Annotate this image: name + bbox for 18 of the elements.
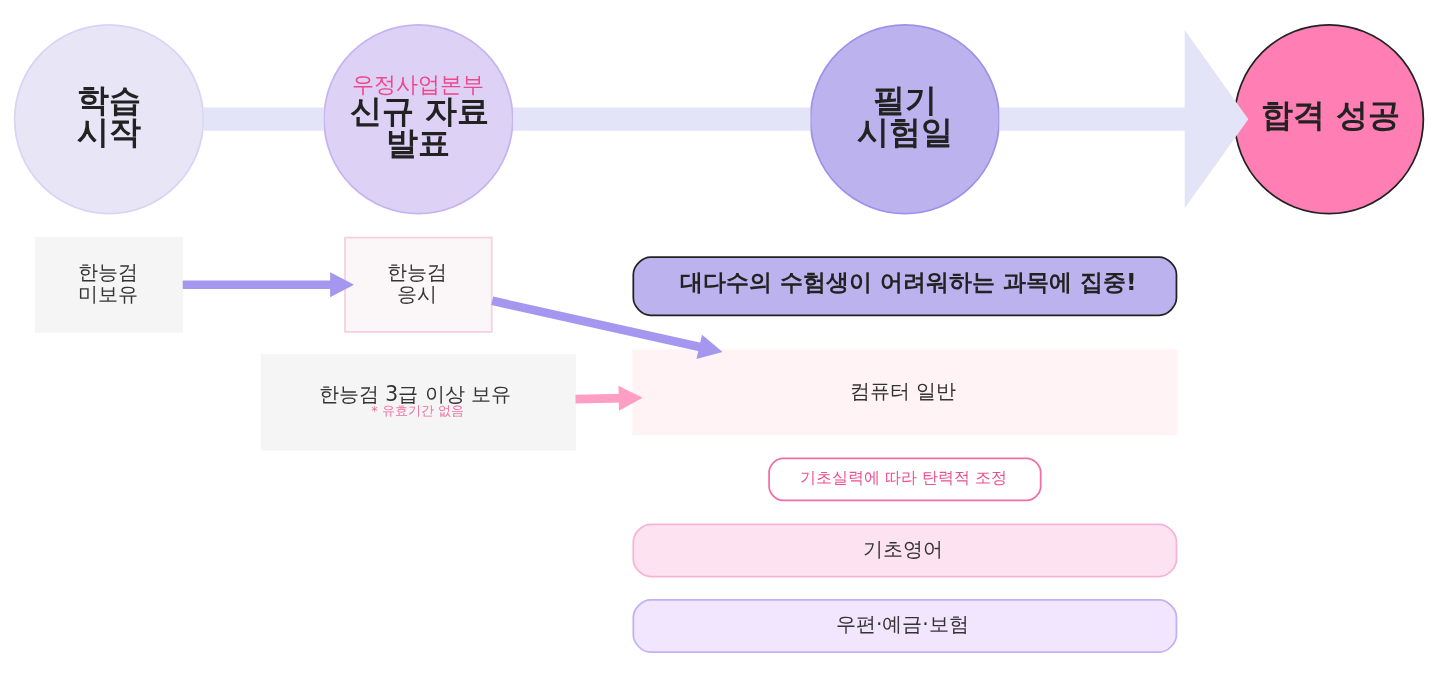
node-box: 우편·예금·보험 bbox=[632, 599, 1178, 654]
node-box: 한능검 3급 이상 보유 * 유효기간 없음 bbox=[260, 354, 577, 451]
node-circle: 우정사업본부 신규 자료 발표 bbox=[323, 23, 514, 215]
arrow bbox=[182, 272, 354, 298]
arrow bbox=[999, 30, 1249, 209]
node-circle: 필기 시험일 bbox=[809, 23, 1001, 215]
node-box: 한능검 응시 bbox=[344, 236, 493, 333]
connector bbox=[513, 107, 811, 131]
node-box: 기초실력에 따라 탄력적 조정 bbox=[768, 457, 1042, 502]
node-circle: 합격 성공 bbox=[1233, 23, 1425, 215]
node-circle: 학습 시작 bbox=[13, 23, 205, 215]
arrow bbox=[575, 385, 643, 411]
arrow bbox=[491, 296, 723, 360]
connector bbox=[203, 107, 324, 131]
node-box: 대다수의 수험생이 어려워하는 과목에 집중! bbox=[632, 256, 1178, 317]
node-box: 기초영어 bbox=[632, 523, 1178, 578]
node-box: 컴퓨터 일반 bbox=[632, 349, 1178, 436]
node-box: 한능검 미보유 bbox=[34, 236, 184, 333]
